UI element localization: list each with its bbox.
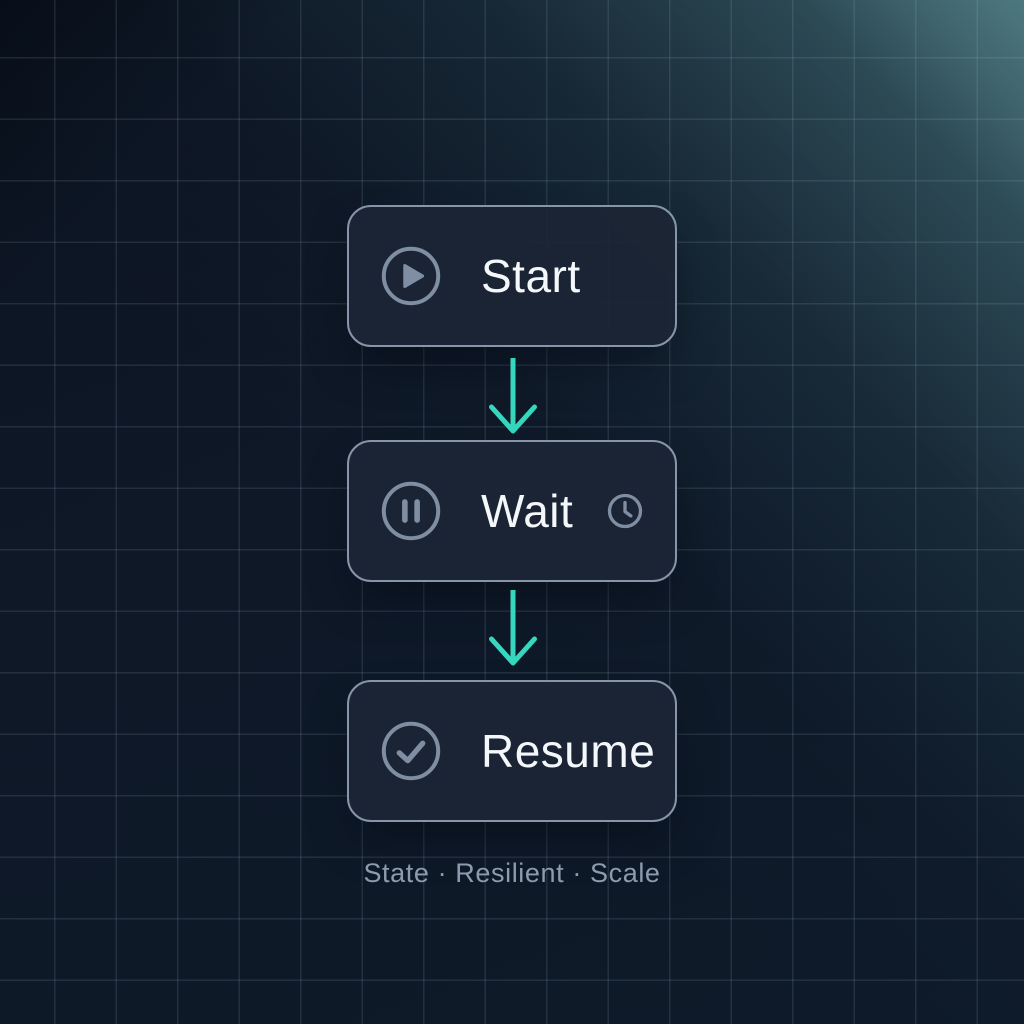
- flow-node-label: Wait: [481, 485, 574, 537]
- play-circle-icon: [381, 246, 441, 306]
- pause-circle-icon: [381, 481, 441, 541]
- flow-node-label: Resume: [481, 725, 656, 777]
- tagline-caption: State · Resilient · Scale: [363, 858, 661, 888]
- check-circle-icon: [381, 721, 441, 781]
- flow-node-resume[interactable]: Resume: [347, 680, 677, 822]
- clock-icon: [607, 493, 643, 529]
- arrow-down-connector: [489, 590, 537, 666]
- flow-node-start[interactable]: Start: [347, 205, 677, 347]
- flow-node-label: Start: [481, 250, 581, 302]
- arrow-down-connector: [489, 358, 537, 434]
- flow-node-wait[interactable]: Wait: [347, 440, 677, 582]
